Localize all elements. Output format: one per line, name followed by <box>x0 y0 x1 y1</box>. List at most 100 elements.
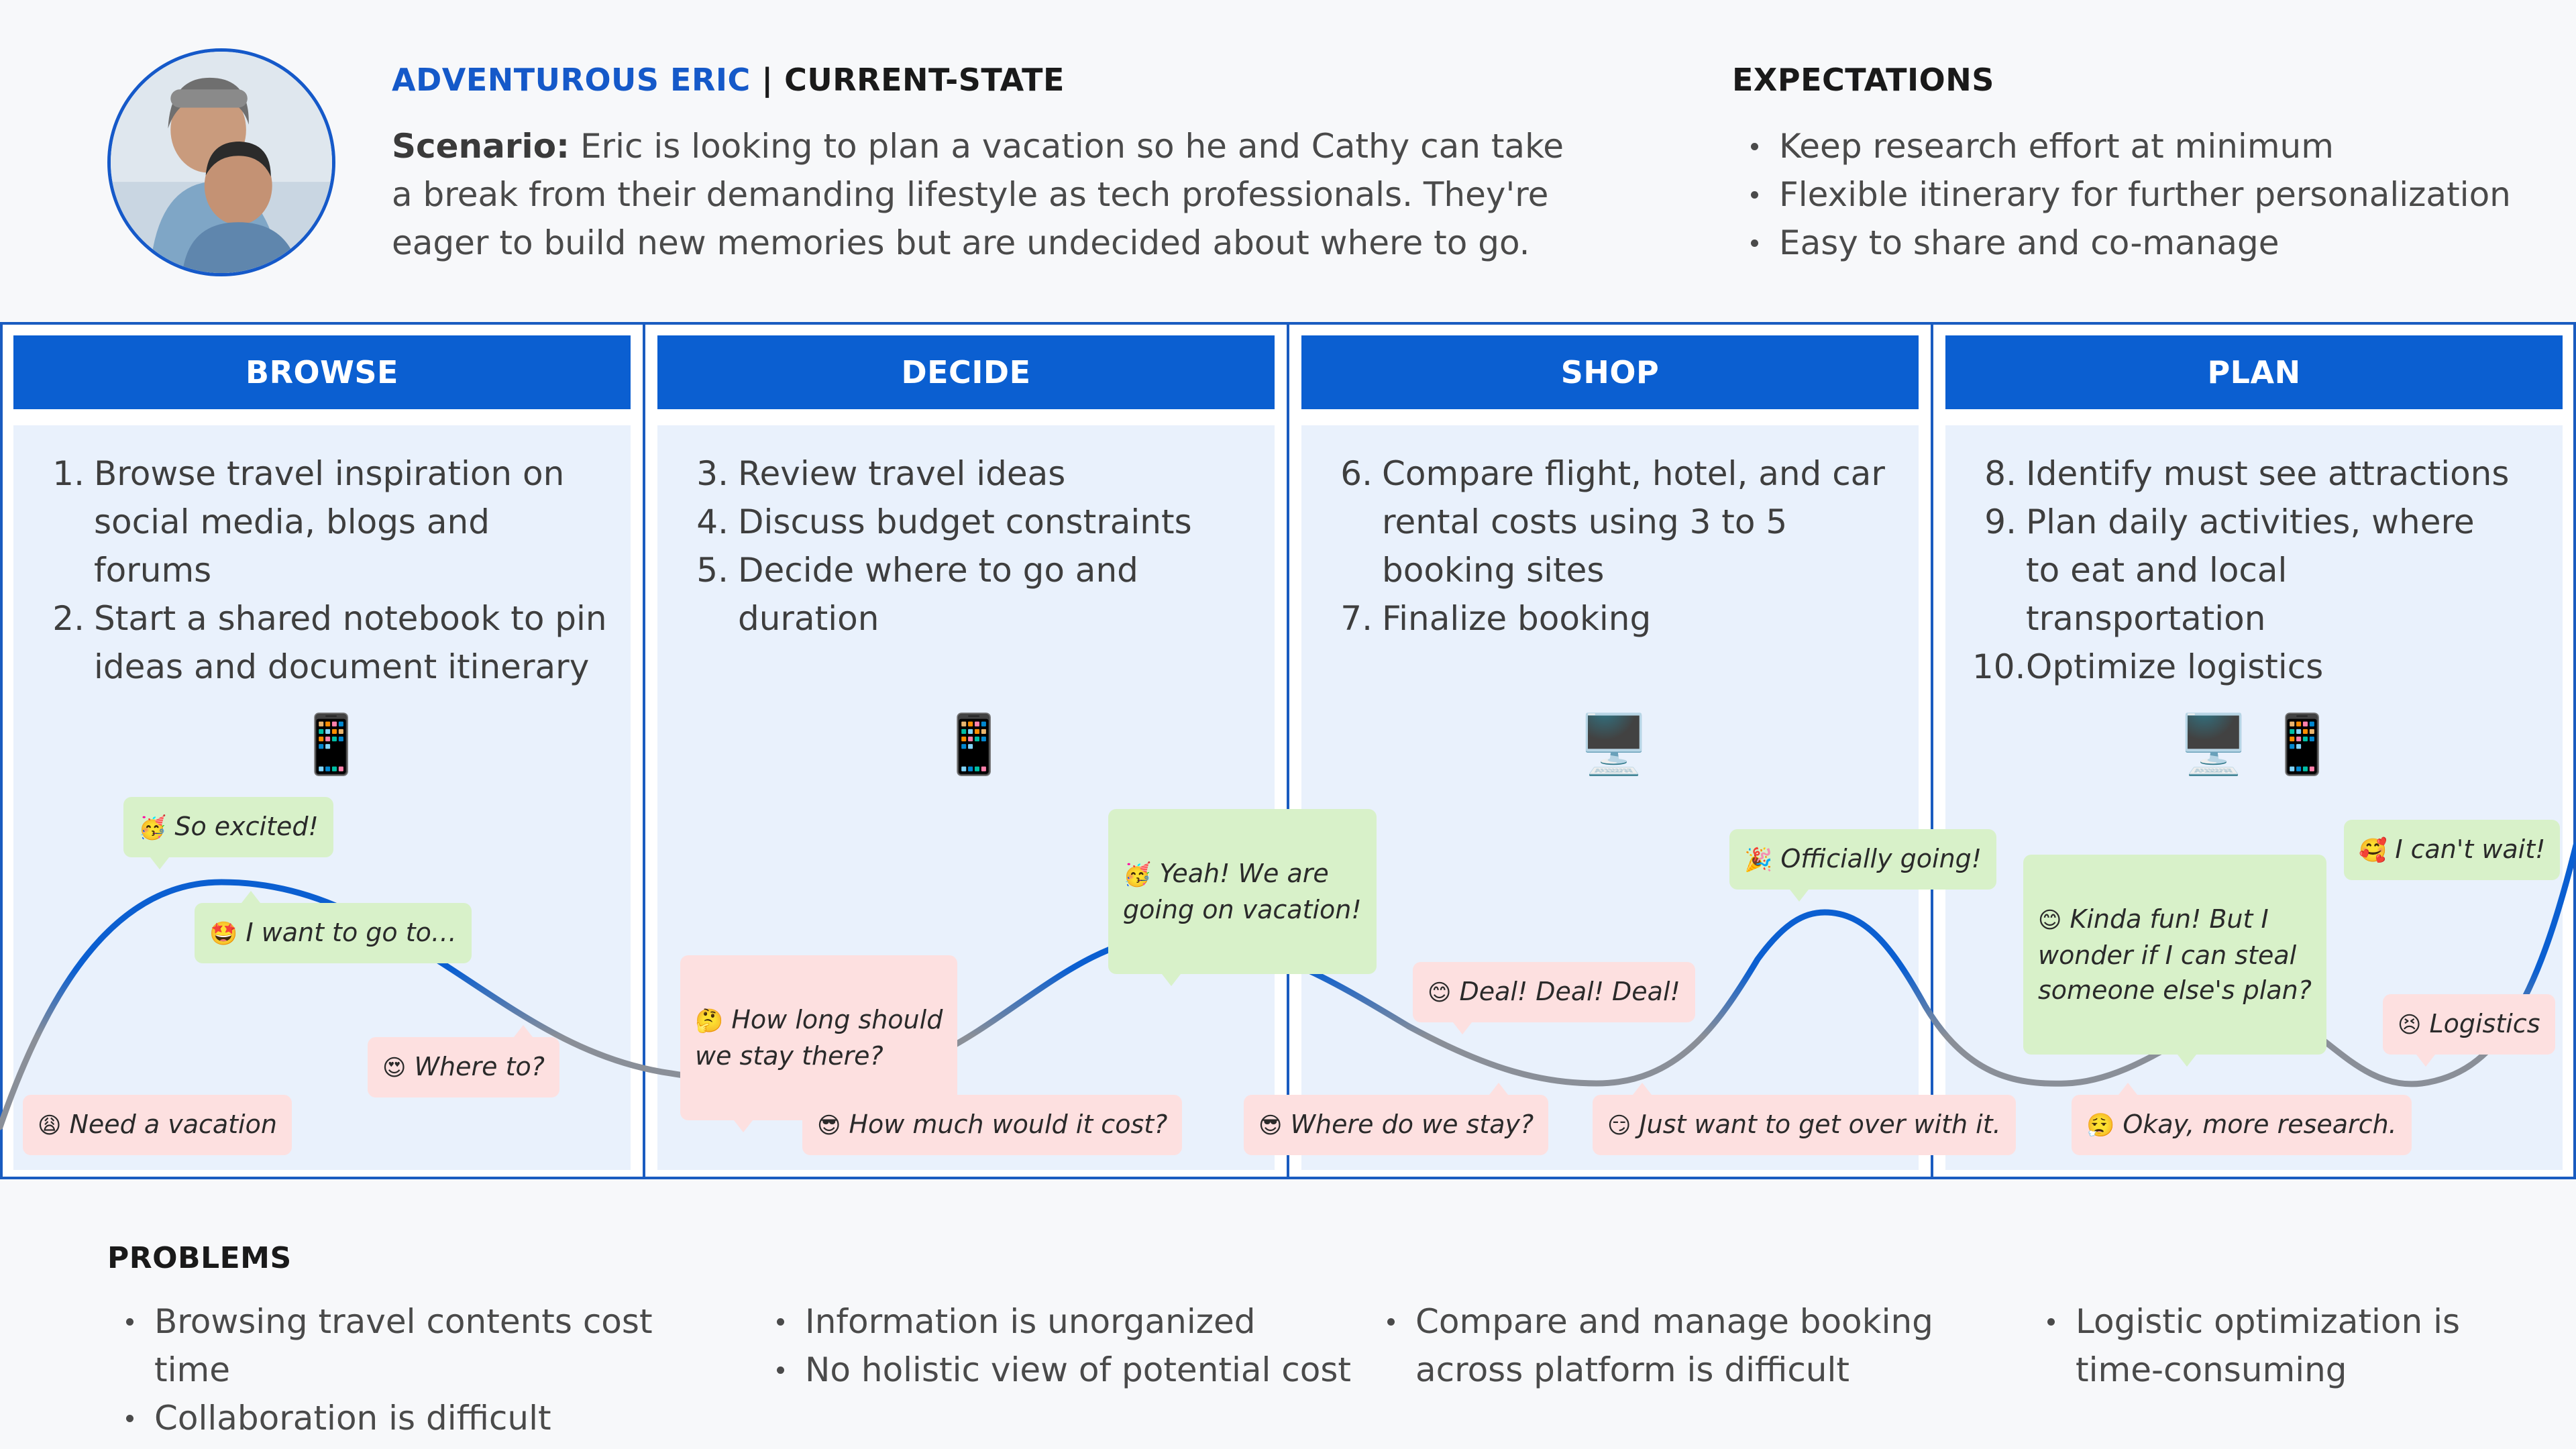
step-text: Decide where to go and duration <box>738 546 1154 643</box>
emotion-text: Need a vacation <box>69 1110 277 1139</box>
problems-column-decide: Information is unorganized No holistic v… <box>769 1297 1373 1394</box>
expectation-item: Keep research effort at minimum <box>1743 122 2548 170</box>
step-item: 9.Plan daily activities, where to eat an… <box>1972 498 2549 643</box>
plan-steps: 8.Identify must see attractions 9.Plan d… <box>1972 449 2549 691</box>
expectations-title: EXPECTATIONS <box>1732 62 1994 98</box>
mobile-phone-icon: 📱 <box>295 711 367 778</box>
bubble-tail <box>241 891 260 903</box>
stage-header-shop: SHOP <box>1301 335 1919 409</box>
bubble-tail <box>734 1120 753 1132</box>
bubble-tail <box>1790 890 1809 902</box>
step-number: 6. <box>1328 449 1382 594</box>
step-number: 2. <box>40 594 94 691</box>
scenario-label: Scenario: <box>392 127 570 166</box>
bubble-tail <box>1162 974 1181 986</box>
emotion-text: Where do we stay? <box>1290 1110 1534 1139</box>
persona-photo-icon <box>111 52 332 273</box>
step-number: 3. <box>684 449 738 498</box>
step-item: 1.Browse travel inspiration on social me… <box>40 449 617 594</box>
scenario-text: Scenario: Eric is looking to plan a vaca… <box>392 122 1572 267</box>
emotion-bubble: 😍 Where to? <box>368 1037 559 1097</box>
emotion-text: Officially going! <box>1780 844 1982 873</box>
step-text: Discuss budget constraints <box>738 498 1261 546</box>
stage-header-browse: BROWSE <box>13 335 631 409</box>
browse-steps: 1.Browse travel inspiration on social me… <box>40 449 617 691</box>
persona-title: ADVENTUROUS ERIC | CURRENT-STATE <box>392 62 1065 98</box>
emotion-text: So excited! <box>174 812 318 841</box>
bubble-tail <box>1633 1083 1652 1095</box>
problems-title: PROBLEMS <box>107 1241 292 1275</box>
heart-eyes-icon: 😍 <box>382 1055 406 1081</box>
step-text: Review travel ideas <box>738 449 1261 498</box>
emotion-bubble: 😣Logistics <box>2383 994 2555 1055</box>
desktop-computer-icon: 🖥️ <box>2178 711 2249 778</box>
persona-avatar <box>107 48 335 276</box>
emotion-text: How long should we stay there? <box>695 1005 943 1071</box>
emotion-bubble: 🥳Yeah! We are going on vacation! <box>1108 809 1377 974</box>
smiling-face-icon: 😊 <box>1428 979 1451 1006</box>
bubble-tail <box>849 1083 868 1095</box>
emotion-text: I can't wait! <box>2395 835 2545 864</box>
emotion-bubble: 😏Just want to get over with it. <box>1593 1095 2016 1155</box>
step-item: 5.Decide where to go and duration <box>684 546 1261 643</box>
party-face-icon: 🥳 <box>1123 861 1151 888</box>
expectation-item: Flexible itinerary for further personali… <box>1743 170 2548 219</box>
emotion-bubble: 😩 Need a vacation <box>23 1095 292 1155</box>
bubble-tail <box>1489 1083 1508 1095</box>
problem-item: Information is unorganized <box>769 1297 1373 1346</box>
step-item: 3.Review travel ideas <box>684 449 1261 498</box>
step-number: 9. <box>1972 498 2026 643</box>
stage-divider <box>643 322 645 1179</box>
emotion-text: How much would it cost? <box>849 1110 1167 1139</box>
step-item: 6.Compare flight, hotel, and car rental … <box>1328 449 1905 594</box>
bubble-tail <box>2416 1055 2435 1067</box>
step-item: 8.Identify must see attractions <box>1972 449 2549 498</box>
problem-item: Compare and manage booking across platfo… <box>1379 1297 1956 1394</box>
sunglasses-face-icon: 😎 <box>817 1112 841 1139</box>
stage-divider <box>1287 322 1289 1179</box>
emotion-text: Kinda fun! But I wonder if I can steal s… <box>2038 904 2312 1005</box>
mobile-phone-icon: 📱 <box>2266 711 2338 778</box>
step-text: Start a shared notebook to pin ideas and… <box>94 594 617 691</box>
emotion-bubble: 😊 Deal! Deal! Deal! <box>1413 962 1695 1022</box>
emotion-text: Where to? <box>414 1052 544 1081</box>
bubble-tail <box>514 1025 533 1037</box>
step-number: 1. <box>40 449 94 594</box>
step-number: 10. <box>1972 643 2026 691</box>
step-text: Finalize booking <box>1382 594 1905 643</box>
step-number: 4. <box>684 498 738 546</box>
step-text: Optimize logistics <box>2026 643 2549 691</box>
emotion-bubble: 🥳So excited! <box>123 797 333 857</box>
smiling-face-icon: 😊 <box>2038 907 2061 934</box>
emotion-bubble: 😎 How much would it cost? <box>802 1095 1182 1155</box>
step-text: Compare flight, hotel, and car rental co… <box>1382 449 1892 594</box>
step-text: Browse travel inspiration on social medi… <box>94 449 617 594</box>
emotion-text: Logistics <box>2429 1009 2540 1038</box>
problems-column-shop: Compare and manage booking across platfo… <box>1379 1297 1956 1394</box>
step-item: 4.Discuss budget constraints <box>684 498 1261 546</box>
stage-divider <box>1931 322 1933 1179</box>
title-separator: | <box>761 62 773 98</box>
emotion-text: Just want to get over with it. <box>1639 1110 2000 1139</box>
decide-steps: 3.Review travel ideas 4.Discuss budget c… <box>684 449 1261 643</box>
emotion-text: Deal! Deal! Deal! <box>1459 977 1680 1006</box>
emotion-bubble: 🥰I can't wait! <box>2344 820 2560 880</box>
expectations-list: Keep research effort at minimum Flexible… <box>1743 122 2548 267</box>
step-item: 10.Optimize logistics <box>1972 643 2549 691</box>
step-number: 7. <box>1328 594 1382 643</box>
emotion-bubble: 🎉Officially going! <box>1729 829 1996 890</box>
bubble-tail <box>150 857 169 869</box>
sunglasses-face-icon: 😎 <box>1258 1112 1282 1139</box>
emotion-text: Okay, more research. <box>2123 1110 2396 1139</box>
problem-item: Logistic optimization is time-consuming <box>2039 1297 2509 1394</box>
step-number: 5. <box>684 546 738 643</box>
journey-state: CURRENT-STATE <box>784 62 1065 98</box>
emotion-bubble: 😎 Where do we stay? <box>1244 1095 1548 1155</box>
bubble-tail <box>2178 1055 2196 1067</box>
step-item: 2.Start a shared notebook to pin ideas a… <box>40 594 617 691</box>
problems-column-plan: Logistic optimization is time-consuming <box>2039 1297 2509 1394</box>
bubble-tail <box>1453 1022 1472 1034</box>
weary-face-icon: 😩 <box>38 1112 61 1139</box>
step-text: Identify must see attractions <box>2026 449 2549 498</box>
exhaling-face-icon: 😮‍💨 <box>2086 1112 2114 1139</box>
